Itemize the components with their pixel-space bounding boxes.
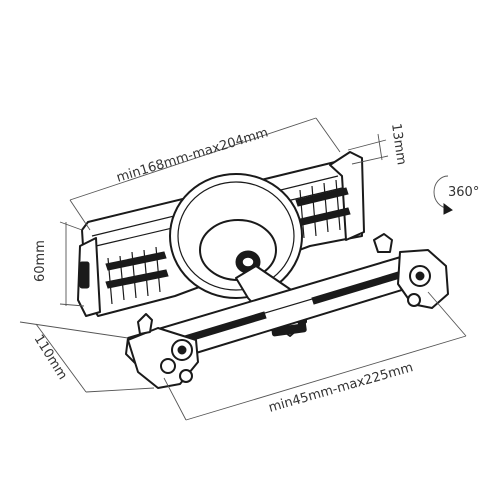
rotation-arrow-icon: [433, 175, 449, 209]
dimension-lines: [19, 117, 467, 421]
bar-depth-label: 110mm: [31, 332, 70, 382]
left-headrest-clamp: [127, 327, 199, 389]
holder-height-label: 60mm: [33, 240, 48, 282]
rotation-disc: [169, 173, 303, 299]
clamp-depth-label: 13mm: [388, 122, 409, 166]
bar-width-label: min45mm-max225mm: [267, 360, 415, 416]
rotation-label: 360°: [448, 185, 479, 200]
cradle-ribs: [105, 179, 351, 305]
screw-icon: [137, 233, 393, 335]
right-headrest-clamp: [397, 249, 449, 309]
